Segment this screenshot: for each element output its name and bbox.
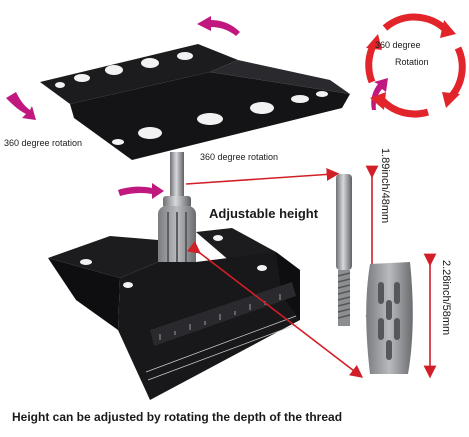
curved-arrow-icon: [6, 92, 36, 120]
curved-arrow-icon: [197, 16, 240, 36]
rotation-label-left: 360 degree rotation: [4, 138, 83, 148]
height-post: [158, 152, 196, 272]
rotation-label-top-right-line2: Rotation: [395, 57, 429, 67]
knob-dimension-label: 2.28inch/58mm: [440, 260, 452, 336]
curved-arrow-icon: [118, 183, 164, 199]
adjustable-height-label: Adjustable height: [209, 206, 319, 221]
rod-dimension-label: 1.89inch/48mm: [379, 148, 391, 224]
threaded-rod: [336, 174, 352, 326]
knurled-knob: [366, 262, 413, 374]
top-plate: [40, 44, 350, 160]
rotation-label-top-right-line1: 360 degree: [375, 40, 421, 50]
rotation-arrows: [6, 16, 388, 199]
rotation-label-center: 360 degree rotation: [200, 152, 279, 162]
caption-text: Height can be adjusted by rotating the d…: [12, 410, 343, 424]
curved-arrow-icon: [362, 78, 388, 110]
